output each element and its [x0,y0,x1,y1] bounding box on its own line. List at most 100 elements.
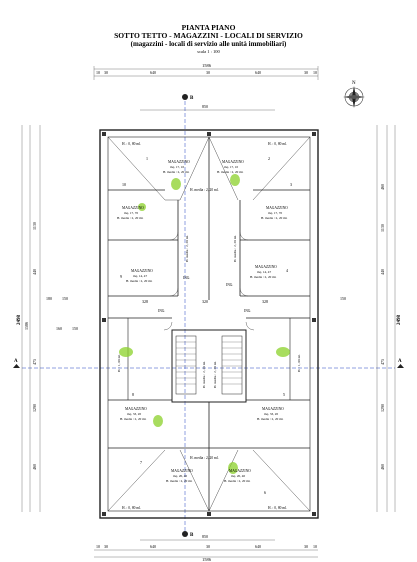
room-6-height: H. media : 2, 20 ml. [224,479,251,484]
dim-right-4: 475 [380,359,385,365]
dim-top-a: 10 [96,70,100,75]
height-top-right: H. : 0, 80 ml. [268,142,287,147]
dim-mid-2: 150 [62,296,68,301]
room-9-number: 9 [120,274,122,279]
room-6-area: mq. 20, 40 [231,474,245,479]
dim-bottom-a: 10 [96,544,100,549]
compass-icon: N [343,81,365,108]
dim-bottom-d: 30 [206,544,210,549]
room-10-number: 10 [122,182,126,187]
dim-left-total: 2498 [17,315,22,326]
bottom-dimensions [94,539,318,558]
dim-left-5: 1290 [32,404,37,412]
room-1-height: H. media : 2, 20 ml. [163,170,190,175]
room-2-name: MAGAZZINO [222,160,244,164]
room-10-name: MAGAZZINO [122,206,144,210]
door-swings [163,231,255,331]
room-5-area: mq. 33, 20 [264,412,278,417]
entrance-label-4: ING. [244,309,251,313]
room-1-number: 1 [146,156,148,161]
svg-text:A: A [398,359,402,364]
room-7-number: 7 [140,460,142,465]
dim-bottom-e: 640 [255,544,261,549]
entrance-label-1: ING. [183,276,190,280]
room-5-name: MAGAZZINO [262,407,284,411]
entrance-label-2: ING. [226,283,233,287]
svg-text:A: A [14,359,18,364]
room-2-height: H. media : 2, 20 ml. [217,170,244,175]
room-7-area: mq. 20, 40 [173,474,187,479]
title-line-1: PIANTA PIANO [181,23,236,32]
room-8-area: mq. 33, 20 [127,412,141,417]
dim-left-4: 475 [32,359,37,365]
dim-mid-4: 320 [202,299,208,304]
dim-top-e: 640 [255,70,261,75]
stair-treads [176,341,242,385]
section-mark-bottom: B [182,531,194,538]
dim-mid-3: 328 [142,299,148,304]
room-6-number: 6 [264,490,266,495]
dim-right-1: 460 [380,184,385,190]
dim-right-6: 460 [380,464,385,470]
room-5-height: H. media : 2, 20 ml. [257,417,284,422]
dim-right-5: 1290 [380,404,385,412]
height-bottom-left: H. : 0, 80 ml. [122,506,141,511]
dim-bottom-g: 10 [313,544,317,549]
room-8-name: MAGAZZINO [125,407,147,411]
room-3-number: 3 [290,182,292,187]
room-4-number: 4 [286,268,288,273]
title-block: PIANTA PIANO SOTTO TETTO - MAGAZZINI - L… [0,24,417,56]
dim-bottom-total: 1586 [202,557,212,562]
dim-left-3: 1586 [24,322,29,330]
dim-bottom-c: 640 [150,544,156,549]
room-6-name: MAGAZZINO [229,469,251,473]
svg-text:B: B [190,96,194,101]
height-bottom-right: H. : 0, 80 ml. [268,506,287,511]
room-2-area: mq. 17, 10 [224,165,238,170]
dim-left-6: 460 [32,464,37,470]
dim-top-f: 30 [304,70,308,75]
title-line-2: SOTTO TETTO - MAGAZZINI - LOCALI DI SERV… [114,31,303,40]
dim-mid-5: 328 [262,299,268,304]
room-5-number: 5 [283,392,285,397]
room-4-height: H. media : 2, 20 ml. [250,275,277,280]
structural-columns [102,132,316,516]
dim-mid-8: 150 [72,326,78,331]
dim-right-total: 2498 [397,315,402,326]
dim-left-1: 1130 [32,222,37,230]
title-line-3: (magazzini - locali di servizio alle uni… [130,40,287,48]
room-9-area: mq. 14, 47 [133,274,147,279]
dim-right-3: 440 [380,269,385,275]
svg-text:B: B [190,533,194,538]
room-3-height: H. media : 2, 20 ml. [261,216,288,221]
room-4-area: mq. 14, 47 [257,270,271,275]
section-mark-right: A [397,359,404,368]
room-3-area: mq. 17, 70 [268,211,282,216]
height-stair-left: H. media : 2, 20 ml. [202,361,207,388]
side-dimensions [21,125,396,512]
height-side-right: H. : 1, 00 ml. [297,354,302,372]
room-9-height: H. media : 2, 20 ml. [126,279,153,284]
dim-mid-1: 180 [46,296,52,301]
section-mark-top: B [182,94,194,101]
room-1-area: mq. 17, 10 [170,165,184,170]
room-8-height: H. media : 2, 20 ml. [120,417,147,422]
dim-top-d: 30 [206,70,210,75]
dim-bottom-b: 30 [104,544,108,549]
height-corridor-left: H. media : 2, 20 ml. [185,235,190,262]
room-10-height: H. media : 2, 20 ml. [117,216,144,221]
dim-top-total: 1586 [202,63,212,68]
room-4-name: MAGAZZINO [255,265,277,269]
dim-mid-6: 150 [340,296,346,301]
section-mark-left: A [13,359,20,368]
dim-bottom-inner: 850 [202,534,208,539]
height-side-left: H. : 1, 00 ml. [117,354,122,372]
scale-label: scala 1 : 100 [197,49,220,54]
dim-left-2: 440 [32,269,37,275]
dim-top-g: 10 [313,70,317,75]
dim-top-b: 30 [104,70,108,75]
compass-north-label: N [352,81,356,86]
